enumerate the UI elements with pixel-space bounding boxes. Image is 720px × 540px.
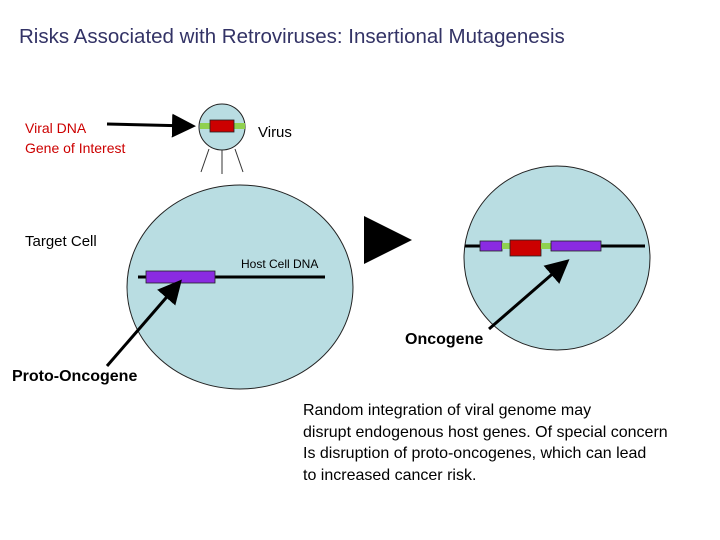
target-cell-right [463, 165, 651, 351]
host-cell-dna-label: Host Cell DNA [241, 257, 319, 271]
virus-label: Virus [258, 124, 292, 141]
target-cell-left [126, 184, 354, 390]
integrated-dna [465, 239, 645, 257]
proto-oncogene-arrow [105, 279, 182, 367]
virus-particle [198, 103, 246, 174]
gene-of-interest-label: Gene of Interest [25, 140, 126, 156]
description-line: to increased cancer risk. [303, 466, 477, 484]
oncogene-arrow [488, 259, 570, 331]
target-cell-label: Target Cell [25, 233, 97, 250]
oncogene-label: Oncogene [405, 331, 484, 348]
description-line: Random integration of viral genome may [303, 402, 592, 419]
viral-dna-label: Viral DNA [25, 120, 87, 136]
proto-oncogene-bar [145, 270, 216, 284]
viral-dna-arrow [106, 113, 196, 138]
description-line: disrupt endogenous host genes. Of specia… [303, 423, 668, 441]
description-line: Is disruption of proto-oncogenes, which … [303, 445, 647, 462]
page-title: Risks Associated with Retroviruses: Inse… [19, 25, 565, 48]
description-text: Random integration of viral genome may d… [303, 400, 718, 486]
proto-oncogene-label: Proto-Oncogene [12, 368, 138, 385]
